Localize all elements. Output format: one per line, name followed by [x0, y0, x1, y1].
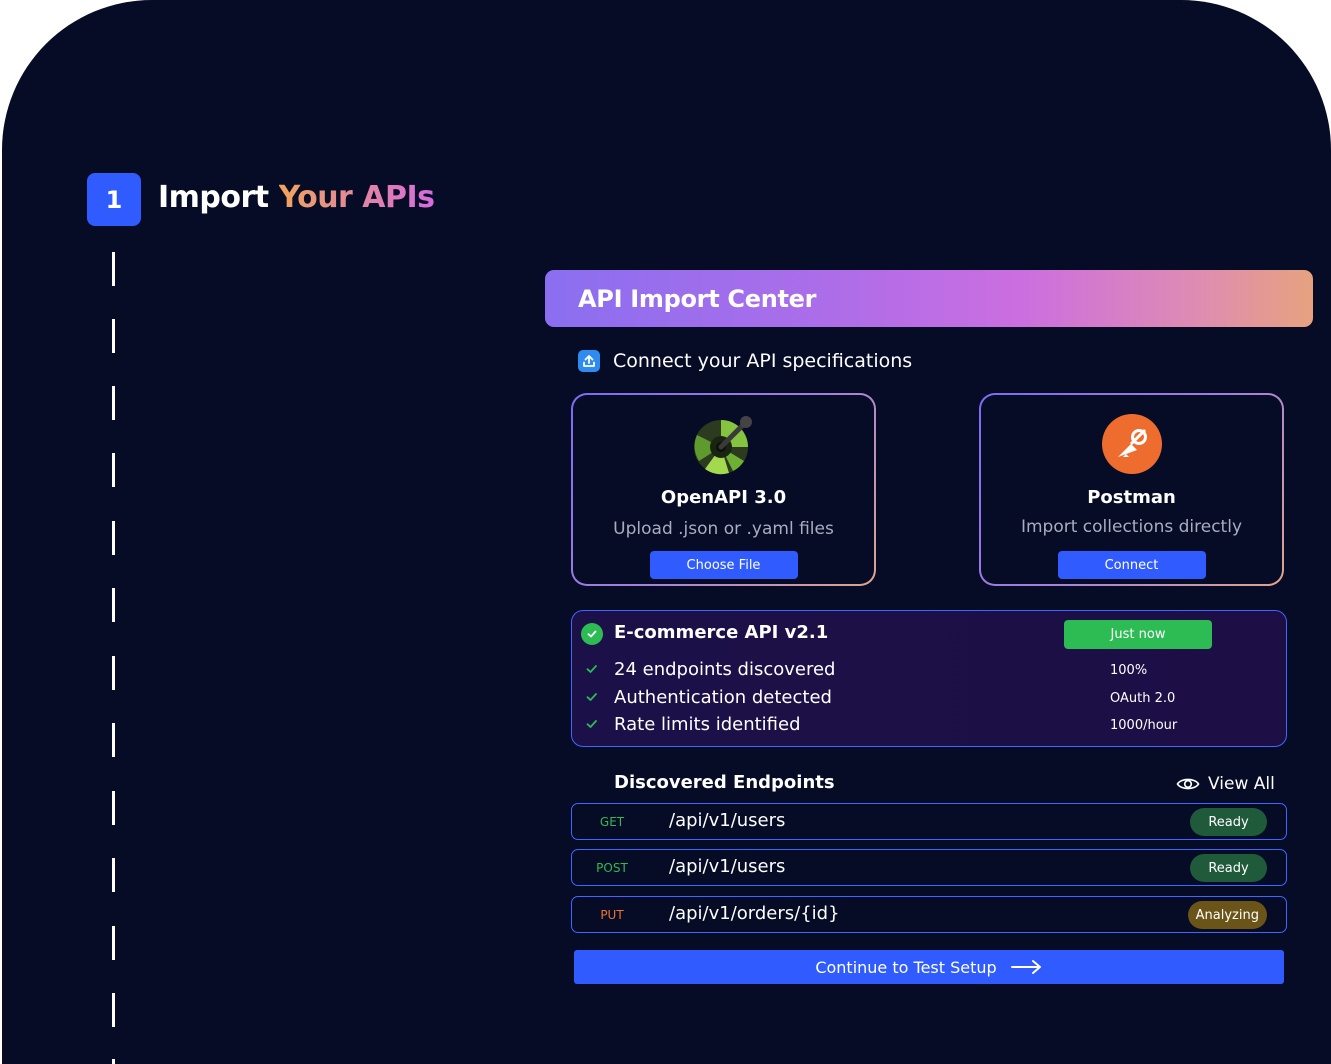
status-badge: Ready [1190, 854, 1267, 882]
api-name: E-commerce API v2.1 [614, 622, 829, 643]
timeline-dash [112, 252, 115, 286]
timeline-dash [112, 319, 115, 353]
panel-header: API Import Center [545, 270, 1313, 327]
endpoint-path: /api/v1/users [669, 856, 786, 877]
step-title-accent: Your APIs [278, 180, 435, 215]
metric-value: 1000/hour [1110, 718, 1178, 733]
metric-value: 100% [1110, 663, 1148, 678]
postman-card[interactable]: Postman Import collections directly Conn… [979, 393, 1284, 586]
step-number: 1 [105, 185, 123, 214]
choose-file-button[interactable]: Choose File [649, 551, 798, 579]
import-status-card: E-commerce API v2.1 Just now 24 endpoint… [571, 610, 1287, 747]
step-title-main: Import [158, 180, 269, 215]
postman-description: Import collections directly [1020, 517, 1243, 537]
openapi-logo-icon [693, 413, 755, 475]
openapi-description: Upload .json or .yaml files [613, 519, 834, 539]
timeline-dash [112, 723, 115, 757]
step-number-badge: 1 [87, 173, 141, 226]
view-all-label: View All [1208, 774, 1275, 794]
postman-title: Postman [1087, 487, 1176, 508]
timeline-dash [112, 791, 115, 825]
timeline-dash [112, 926, 115, 960]
continue-button[interactable]: Continue to Test Setup [574, 950, 1284, 984]
postman-logo-icon [1101, 413, 1163, 475]
success-check-icon [581, 623, 603, 645]
step-title: Import Your APIs [158, 180, 435, 215]
timeline-dash [112, 858, 115, 892]
timeline-dash [112, 588, 115, 622]
endpoint-path: /api/v1/users [669, 810, 786, 831]
metric-value: OAuth 2.0 [1110, 691, 1176, 706]
method-badge: PUT [600, 907, 624, 922]
metric-row: Rate limits identified 1000/hour [572, 714, 1286, 738]
status-badge: Ready [1190, 808, 1267, 836]
time-badge: Just now [1064, 620, 1212, 649]
check-icon [586, 665, 597, 673]
timeline-dash [112, 386, 115, 420]
connect-label: Connect your API specifications [613, 350, 913, 372]
metric-label: Authentication detected [614, 687, 832, 708]
metric-row: Authentication detected OAuth 2.0 [572, 687, 1286, 711]
openapi-card[interactable]: OpenAPI 3.0 Upload .json or .yaml files … [571, 393, 876, 586]
connect-row: Connect your API specifications [578, 350, 912, 372]
connect-button[interactable]: Connect [1057, 551, 1206, 579]
check-icon [586, 693, 597, 701]
endpoint-row[interactable]: PUT /api/v1/orders/{id} Analyzing [571, 896, 1287, 933]
method-badge: POST [596, 860, 628, 875]
metric-row: 24 endpoints discovered 100% [572, 659, 1286, 683]
timeline-dash [112, 453, 115, 487]
metric-label: 24 endpoints discovered [614, 659, 836, 680]
method-badge: GET [599, 814, 625, 829]
timeline-dash [112, 993, 115, 1027]
upload-icon [578, 350, 600, 372]
timeline-dash [112, 521, 115, 555]
endpoint-row[interactable]: POST /api/v1/users Ready [571, 849, 1287, 886]
check-icon [586, 720, 597, 728]
endpoints-title: Discovered Endpoints [614, 772, 835, 793]
timeline-dash [112, 1059, 115, 1064]
panel-title: API Import Center [578, 284, 817, 313]
continue-label: Continue to Test Setup [815, 957, 997, 977]
eye-icon [1176, 778, 1200, 790]
arrow-right-icon [1010, 960, 1041, 974]
endpoint-path: /api/v1/orders/{id} [669, 903, 840, 924]
status-badge: Analyzing [1187, 901, 1267, 929]
view-all-link[interactable]: View All [1176, 774, 1275, 794]
metric-label: Rate limits identified [614, 714, 801, 735]
timeline-dash [112, 656, 115, 690]
endpoint-row[interactable]: GET /api/v1/users Ready [571, 803, 1287, 840]
openapi-title: OpenAPI 3.0 [660, 487, 787, 508]
